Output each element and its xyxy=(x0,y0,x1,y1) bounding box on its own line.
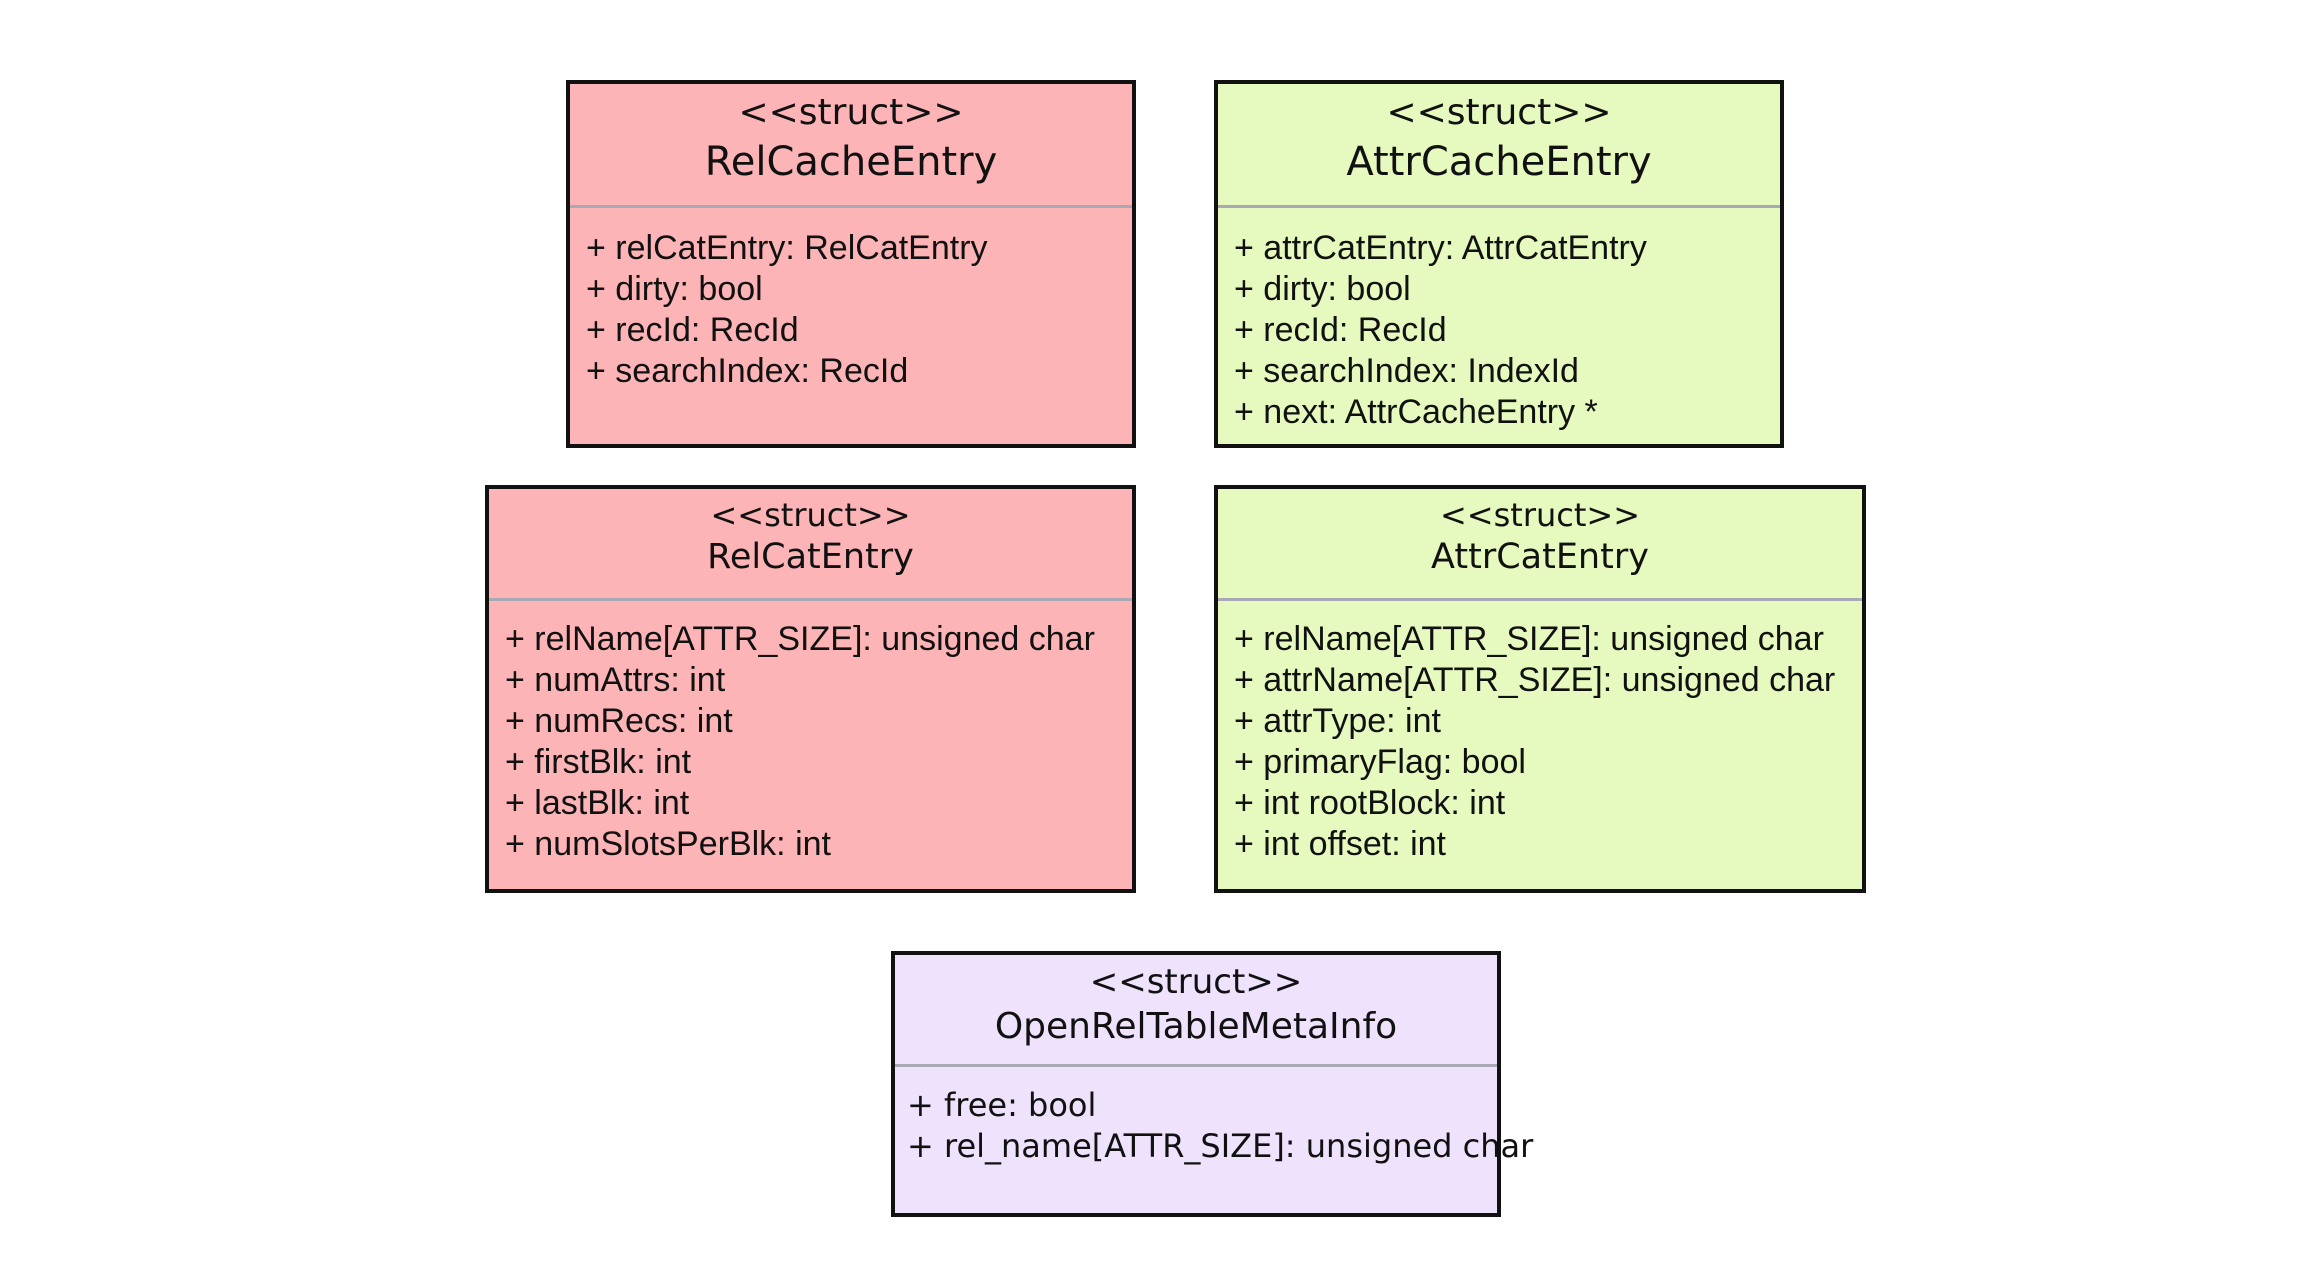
attribute-list: + free: bool + rel_name[ATTR_SIZE]: unsi… xyxy=(895,1067,1534,1167)
attribute-item: + next: AttrCacheEntry * xyxy=(1234,393,1598,431)
class-name: OpenRelTableMetaInfo xyxy=(994,1006,1398,1048)
attribute-item: + relName[ATTR_SIZE]: unsigned char xyxy=(505,620,1095,658)
class-stereotype: <<struct>> xyxy=(1386,92,1612,133)
attribute-item: + numRecs: int xyxy=(505,702,733,740)
class-stereotype: <<struct>> xyxy=(710,496,911,534)
class-box-attrcatentry: <<struct>> AttrCatEntry + relName[ATTR_S… xyxy=(1214,485,1866,893)
attribute-item: + attrName[ATTR_SIZE]: unsigned char xyxy=(1234,661,1836,699)
attribute-item: + free: bool xyxy=(907,1086,1097,1124)
class-name: AttrCacheEntry xyxy=(1346,139,1652,186)
class-stereotype: <<struct>> xyxy=(738,92,964,133)
attribute-item: + attrType: int xyxy=(1234,702,1441,740)
class-box-relcatentry: <<struct>> RelCatEntry + relName[ATTR_SI… xyxy=(485,485,1136,893)
class-name: RelCatEntry xyxy=(707,536,914,577)
class-stereotype: <<struct>> xyxy=(1089,962,1303,1002)
attribute-item: + int rootBlock: int xyxy=(1234,784,1506,822)
attribute-item: + int offset: int xyxy=(1234,825,1447,863)
class-header: <<struct>> AttrCatEntry xyxy=(1218,489,1862,601)
attribute-list: + relName[ATTR_SIZE]: unsigned char + at… xyxy=(1218,601,1862,865)
attribute-item: + numSlotsPerBlk: int xyxy=(505,825,831,863)
attribute-list: + relName[ATTR_SIZE]: unsigned char + nu… xyxy=(489,601,1132,865)
attribute-item: + searchIndex: RecId xyxy=(586,352,909,390)
attribute-item: + lastBlk: int xyxy=(505,784,690,822)
attribute-item: + searchIndex: IndexId xyxy=(1234,352,1579,390)
attribute-item: + firstBlk: int xyxy=(505,743,692,781)
attribute-item: + attrCatEntry: AttrCatEntry xyxy=(1234,229,1647,267)
class-box-openreltablemetainfo: <<struct>> OpenRelTableMetaInfo + free: … xyxy=(891,951,1534,1217)
class-header: <<struct>> AttrCacheEntry xyxy=(1218,84,1780,208)
attribute-item: + recId: RecId xyxy=(586,311,799,349)
attribute-item: + relName[ATTR_SIZE]: unsigned char xyxy=(1234,620,1824,658)
attribute-item: + dirty: bool xyxy=(586,270,763,308)
attribute-list: + attrCatEntry: AttrCatEntry + dirty: bo… xyxy=(1218,208,1780,433)
attribute-list: + relCatEntry: RelCatEntry + dirty: bool… xyxy=(570,208,1132,392)
class-stereotype: <<struct>> xyxy=(1439,496,1641,534)
attribute-item: + relCatEntry: RelCatEntry xyxy=(586,229,988,267)
class-name: RelCacheEntry xyxy=(704,139,998,186)
class-name: AttrCatEntry xyxy=(1431,536,1649,577)
class-box-relcacheentry: <<struct>> RelCacheEntry + relCatEntry: … xyxy=(566,80,1136,448)
attribute-item: + recId: RecId xyxy=(1234,311,1447,349)
attribute-item: + dirty: bool xyxy=(1234,270,1411,308)
class-header: <<struct>> RelCacheEntry xyxy=(570,84,1132,208)
class-header: <<struct>> RelCatEntry xyxy=(489,489,1132,601)
attribute-item: + rel_name[ATTR_SIZE]: unsigned char xyxy=(907,1127,1534,1165)
class-box-attrcacheentry: <<struct>> AttrCacheEntry + attrCatEntry… xyxy=(1214,80,1784,448)
attribute-item: + primaryFlag: bool xyxy=(1234,743,1526,781)
class-header: <<struct>> OpenRelTableMetaInfo xyxy=(895,955,1497,1067)
attribute-item: + numAttrs: int xyxy=(505,661,726,699)
